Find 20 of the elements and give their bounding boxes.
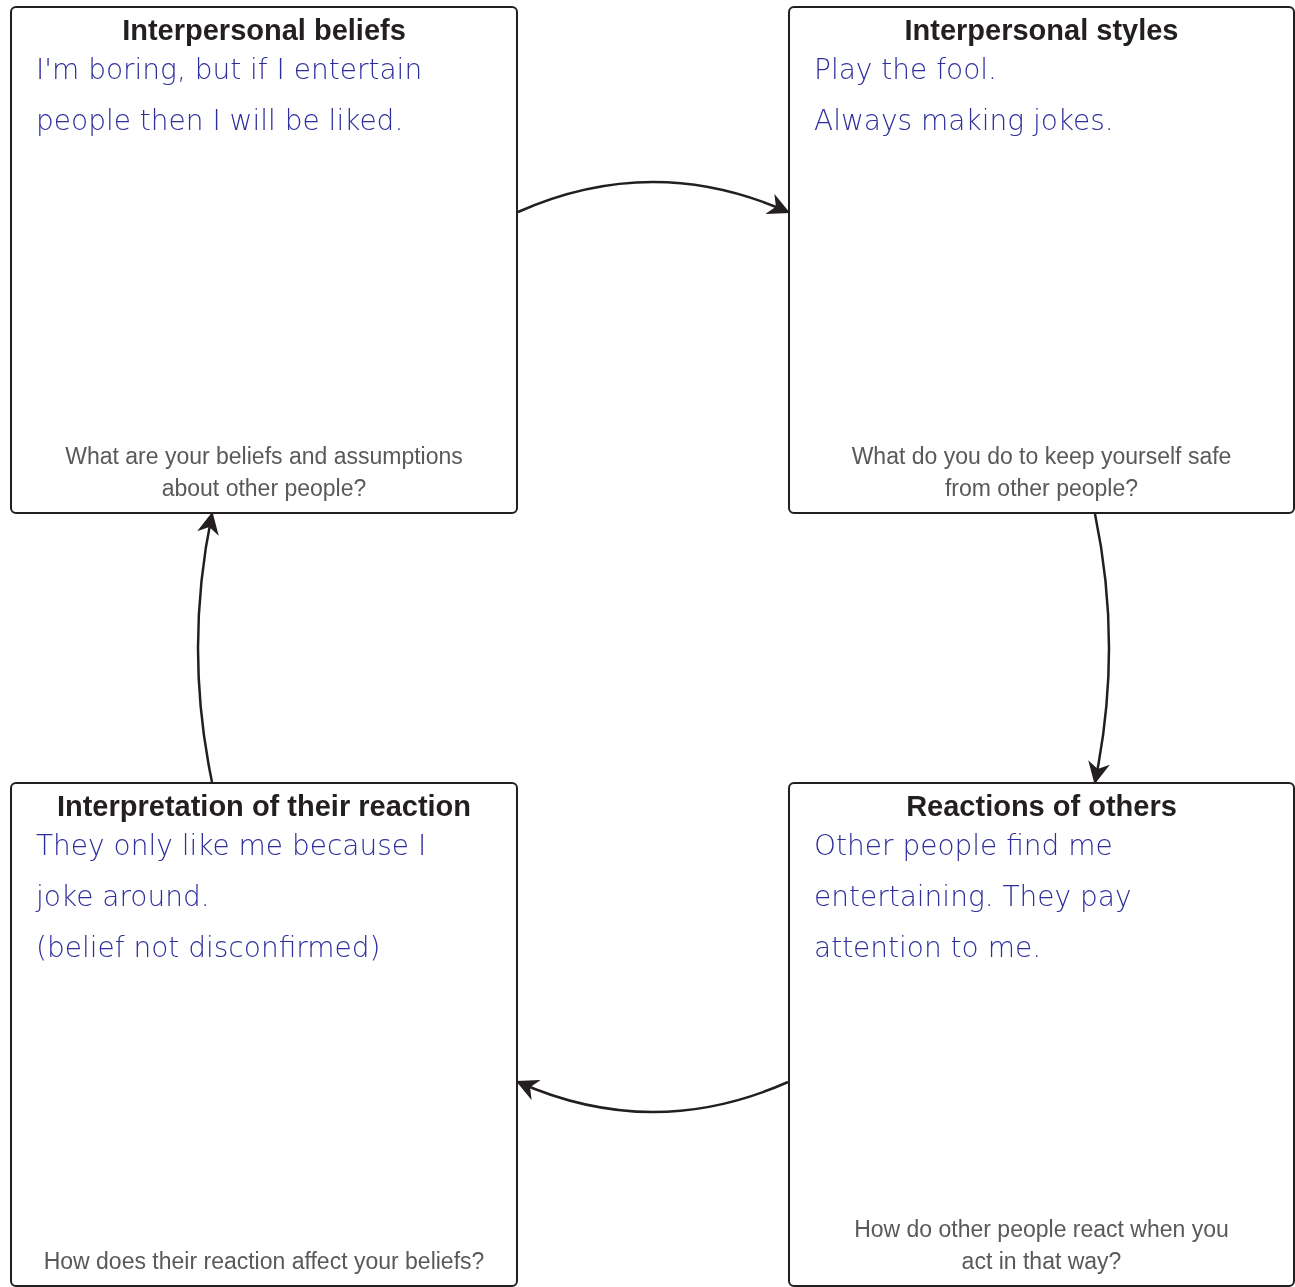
box-heading: Interpretation of their reaction [55,790,473,823]
box-heading: Interpersonal beliefs [121,14,407,47]
box-heading: Reactions of others [905,790,1178,823]
handwritten-answer: Other people find me entertaining. They pay attention to me. [814,828,1133,966]
prompt-question: What are your beliefs and assumptions about other people? [64,442,464,503]
handwritten-answer: They only like me because I joke around. [36,828,428,915]
process-box [10,6,518,514]
box-heading: Interpersonal styles [903,14,1180,47]
process-box [788,6,1295,514]
handwritten-answer: Play the fool. [814,52,998,88]
process-box [10,782,518,1287]
prompt-question: How do other people react when you act in that way? [853,1215,1230,1276]
curved-arrow [1087,513,1111,785]
prompt-question: What do you do to keep yourself safe from other people? [850,442,1233,503]
handwritten-answer: I'm boring, but if I entertain people then I will be liked. [36,52,424,139]
prompt-question: How does their reaction affect your beliefs? [42,1247,486,1276]
handwritten-answer: Always making jokes. [814,103,1115,139]
handwritten-answer: (belief not disconfirmed) [36,930,382,966]
process-box [788,782,1295,1287]
curved-arrow [196,511,220,783]
